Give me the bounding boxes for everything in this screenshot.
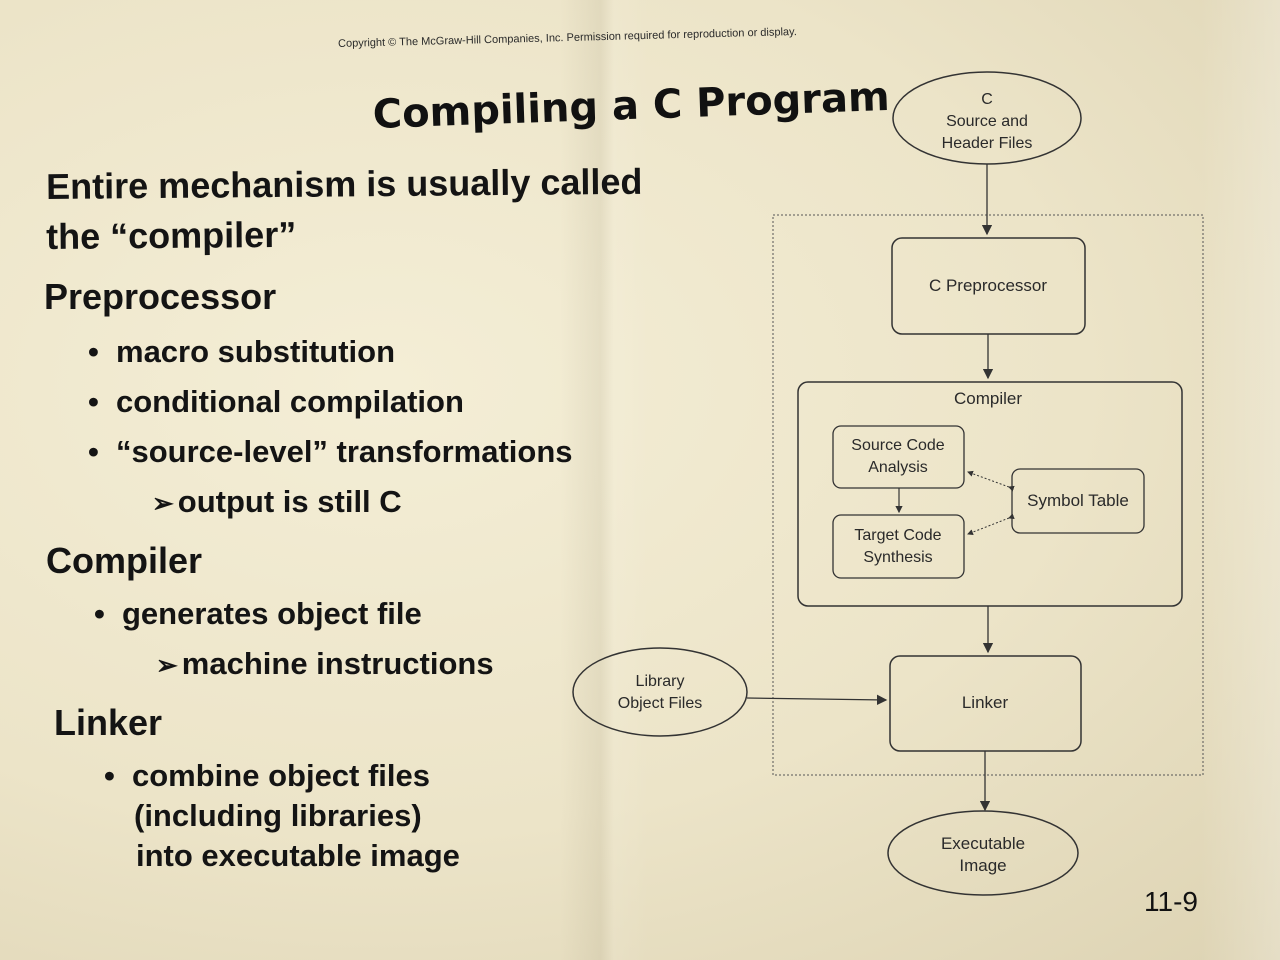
bullet-dot: •: [88, 434, 99, 469]
arrow-library-to-linker: [746, 694, 888, 706]
executable-label-1: Executable: [941, 834, 1025, 853]
source-files-label-1: C: [981, 91, 993, 108]
compiler-node: Compiler: [797, 381, 1183, 607]
target-synthesis-node: Target Code Synthesis: [832, 514, 965, 579]
light-glare: [1200, 0, 1280, 960]
bullet-list: Entire mechanism is usually called the “…: [44, 161, 643, 873]
compiler-item-text: generates object file: [122, 596, 422, 631]
compiler-item-1: • generates object file: [94, 596, 422, 632]
arrow-synthesis-symbol-table: [967, 513, 1015, 535]
compiler-heading: Compiler: [46, 540, 203, 581]
compiler-subitem: ➢machine instructions: [156, 646, 494, 682]
target-synthesis-label-1: Target Code: [854, 527, 941, 544]
compiler-subitem-text: machine instructions: [181, 646, 494, 681]
preprocessor-item-text: macro substitution: [116, 334, 396, 369]
library-files-label-2: Object Files: [618, 695, 702, 712]
symbol-table-node: Symbol Table: [1011, 468, 1145, 534]
library-files-label-1: Library: [636, 673, 685, 690]
symbol-table-label: Symbol Table: [1027, 491, 1129, 510]
arrow-analysis-symbol-table: [967, 470, 1015, 492]
source-analysis-label-1: Source Code: [851, 437, 944, 454]
preprocessor-item-1: • macro substitution: [88, 334, 395, 370]
target-synthesis-label-2: Synthesis: [863, 549, 932, 566]
compiler-box-label: Compiler: [954, 389, 1022, 408]
linker-item-line-2: (including libraries): [134, 798, 422, 833]
arrow-bullet-icon: ➢: [156, 650, 178, 680]
linker-box-label: Linker: [962, 693, 1009, 712]
library-files-node: Library Object Files: [572, 647, 748, 737]
bullet-dot: •: [104, 758, 115, 793]
bullet-dot: •: [94, 596, 105, 631]
linker-node: Linker: [889, 655, 1082, 752]
preprocessor-node: C Preprocessor: [891, 237, 1086, 335]
preprocessor-subitem: ➢output is still C: [152, 484, 402, 520]
linker-item-line-1: • combine object files: [104, 758, 430, 794]
source-files-node: C Source and Header Files: [892, 71, 1082, 165]
toolchain-frame: [772, 214, 1204, 776]
source-analysis-node: Source Code Analysis: [832, 425, 965, 489]
slide-number: 11-9: [1144, 886, 1198, 917]
source-analysis-label-2: Analysis: [868, 459, 928, 476]
executable-node: Executable Image: [887, 810, 1079, 896]
source-files-label-3: Header Files: [942, 135, 1033, 152]
linker-heading: Linker: [54, 702, 163, 743]
preprocessor-box-label: C Preprocessor: [929, 276, 1047, 295]
source-files-label-2: Source and: [946, 113, 1028, 130]
page-fold-shadow: [560, 0, 650, 960]
preprocessor-item-2: • conditional compilation: [88, 384, 464, 420]
preprocessor-item-text: “source-level” transformations: [116, 434, 573, 469]
preprocessor-subitem-text: output is still C: [177, 484, 402, 519]
arrow-bullet-icon: ➢: [152, 488, 174, 518]
bullet-dot: •: [88, 384, 99, 419]
bullet-dot: •: [88, 334, 99, 369]
preprocessor-item-text: conditional compilation: [116, 384, 464, 419]
preprocessor-heading: Preprocessor: [44, 276, 277, 317]
linker-item-line-3: into executable image: [136, 838, 460, 873]
executable-label-2: Image: [959, 856, 1006, 875]
linker-item-text: combine object files: [132, 758, 431, 793]
preprocessor-item-3: • “source-level” transformations: [88, 434, 573, 470]
